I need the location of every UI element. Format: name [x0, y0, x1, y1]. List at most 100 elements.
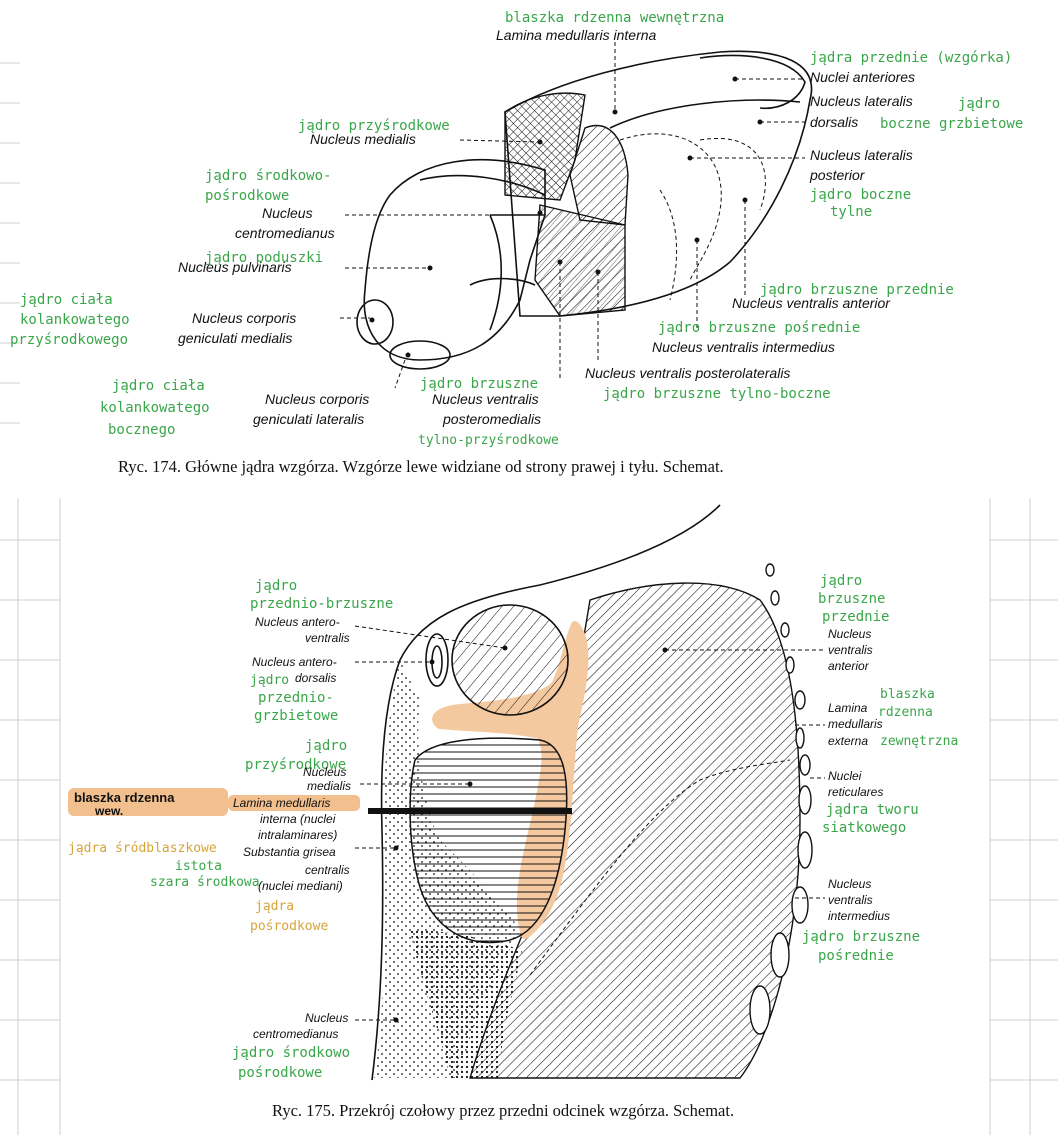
- note-pulvinaris: jądro poduszki: [205, 250, 323, 266]
- note-medialis-1: jądro: [305, 738, 347, 754]
- label-nucleus-corporis-geniculati-medialis-2: geniculati medialis: [178, 330, 292, 346]
- note-posrodkowe-2: pośrodkowe: [250, 919, 328, 934]
- note-srodblaszkowe: jądra śródblaszkowe: [68, 841, 217, 856]
- note-anterodorsalis-3: grzbietowe: [254, 708, 338, 724]
- label-nucleus-anterodorsalis-2: dorsalis: [295, 671, 336, 685]
- label-nucleus-medialis-1: Nucleus: [303, 765, 346, 779]
- label-nucleus-pulvinaris: Nucleus pulvinaris: [178, 259, 292, 275]
- note-substantia-grisea-2: szara środkowa: [150, 875, 260, 890]
- label-lamina-externa-1: Lamina: [828, 701, 868, 715]
- note-lateralis-dorsalis-2: boczne grzbietowe: [880, 116, 1023, 132]
- note-lateralis-dorsalis-1: jądro: [958, 96, 1000, 112]
- note-geniculati-lateralis-1: jądro ciała: [112, 378, 205, 394]
- label-nucleus-ventralis-posteromedialis-2: posteromedialis: [442, 411, 541, 427]
- note-posrodkowe-1: jądra: [255, 899, 294, 914]
- highlight-blaszka-text-2: wew.: [94, 804, 123, 818]
- figure-175-leaders: [354, 625, 825, 1023]
- label-nucleus-lateralis-dorsalis-1: Nucleus lateralis: [810, 93, 913, 109]
- label-nucleus-anterodorsalis-1: Nucleus antero-: [252, 655, 337, 669]
- highlight-blaszka: [68, 788, 228, 816]
- label-nucleus-ventralis-intermedius-3: intermedius: [828, 909, 890, 923]
- label-nucleus-ventralis-posteromedialis-1: Nucleus ventralis: [432, 391, 539, 407]
- label-nucleus-corporis-geniculati-lateralis-2: geniculati lateralis: [253, 411, 364, 427]
- nucleus-anteroventralis-region: [451, 604, 569, 716]
- note-medialis-2: przyśrodkowe: [245, 757, 346, 773]
- label-nuclei-reticulares-1: Nuclei: [828, 769, 862, 783]
- note-ventralis-posterolateralis: jądro brzuszne tylno-boczne: [603, 386, 831, 402]
- note-reticulares-2: siatkowego: [822, 820, 906, 836]
- label-lamina-externa-3: externa: [828, 734, 868, 748]
- notebook-grid: [0, 62, 1058, 1135]
- label-nucleus-medialis: Nucleus medialis: [310, 131, 416, 147]
- label-nucleus-ventralis-intermedius-1: Nucleus: [828, 877, 871, 891]
- label-nucleus-medialis-2: medialis: [307, 779, 351, 793]
- note-ventralis-anterior-1: jądro: [820, 573, 862, 589]
- label-nucleus-anteroventralis-1: Nucleus antero-: [255, 615, 340, 629]
- label-lamina-externa-2: medullaris: [828, 717, 883, 731]
- note-nucleus-medialis: jądro przyśrodkowe: [298, 118, 450, 134]
- note-geniculati-medialis-3: przyśrodkowego: [10, 332, 128, 348]
- figure-174-thalamus-3d: [340, 42, 813, 389]
- note-centromedianus-2: pośrodkowe: [238, 1065, 322, 1081]
- note-lamina-interna: blaszka rdzenna wewnętrzna: [505, 10, 724, 26]
- note-ventralis-intermedius-2: pośrednie: [818, 948, 894, 964]
- note-ventralis-posteromedialis-2: tylno-przyśrodkowe: [418, 433, 559, 448]
- note-ventralis-anterior-2: brzuszne: [818, 591, 885, 607]
- note-ventralis-anterior: jądro brzuszne przednie: [760, 282, 954, 298]
- geniculate-medial: [356, 299, 394, 345]
- label-nucleus-lateralis-dorsalis-2: dorsalis: [810, 114, 858, 130]
- note-substantia-grisea-1: istota: [175, 859, 222, 874]
- label-substantia-grisea-2: centralis: [305, 863, 350, 877]
- label-nucleus-anteroventralis-2: ventralis: [305, 631, 350, 645]
- label-substantia-grisea-3: (nuclei mediani): [258, 879, 343, 893]
- label-nucleus-centromedianus-1: Nucleus: [262, 205, 313, 221]
- ventral-division-dashed: [529, 759, 791, 976]
- note-ventralis-posteromedialis-1: jądro brzuszne: [420, 376, 538, 392]
- label-nuclei-reticulares-2: reticulares: [828, 785, 883, 799]
- label-nucleus-lateralis-posterior-1: Nucleus lateralis: [810, 147, 913, 163]
- nucleus-medialis-region: [409, 737, 568, 944]
- figure-175-cross-section: [354, 504, 825, 1081]
- label-nucleus-ventralis-anterior-3: anterior: [828, 659, 870, 673]
- label-nucleus-corporis-geniculati-lateralis-1: Nucleus corporis: [265, 391, 369, 407]
- nucleus-anterodorsalis-region: [425, 633, 449, 687]
- label-lamina-medullaris-interna: Lamina medullaris interna: [496, 27, 657, 43]
- note-anterodorsalis-2: przednio-: [258, 690, 334, 706]
- note-geniculati-medialis-2: kolankowatego: [20, 312, 130, 328]
- highlight-lamina-label: [228, 795, 360, 811]
- label-nucleus-centromedianus-2: centromedianus: [253, 1027, 338, 1041]
- label-nucleus-ventralis-anterior: Nucleus ventralis anterior: [732, 295, 891, 311]
- caption-ryc-175: Ryc. 175. Przekrój czołowy przez przedni…: [272, 1101, 734, 1120]
- note-ventralis-intermedius: jądro brzuszne pośrednie: [658, 320, 860, 336]
- note-geniculati-lateralis-2: kolankowatego: [100, 400, 210, 416]
- note-ventralis-intermedius-1: jądro brzuszne: [802, 929, 920, 945]
- note-centromedianus-2: pośrodkowe: [205, 188, 289, 204]
- pulvinar-block: [363, 159, 546, 361]
- note-anterodorsalis-1: jądro: [250, 673, 289, 688]
- note-reticulares-1: jądra tworu: [826, 802, 919, 818]
- note-nuclei-anteriores: jądra przednie (wzgórka): [810, 50, 1012, 66]
- geniculate-lateral: [389, 340, 451, 370]
- note-centromedianus-1: jądro środkowo-: [205, 168, 331, 184]
- nuclei-reticulares-ovals: [749, 563, 813, 1035]
- note-lateralis-posterior-2: tylne: [830, 204, 872, 220]
- thalamus-body-outline: [504, 50, 813, 317]
- caption-ryc-174: Ryc. 174. Główne jądra wzgórza. Wzgórze …: [118, 457, 724, 476]
- label-lamina-medullaris-interna-1: Lamina medullaris: [233, 796, 330, 810]
- note-anteroventralis-1: jądro: [255, 578, 297, 594]
- label-substantia-grisea-1: Substantia grisea: [243, 845, 336, 859]
- figure-174-labels: blaszka rdzenna wewnętrzna Lamina medull…: [10, 10, 1023, 448]
- note-lamina-externa-1: blaszka: [880, 687, 935, 702]
- label-nucleus-centromedianus-1: Nucleus: [305, 1011, 348, 1025]
- label-nucleus-ventralis-anterior-1: Nucleus: [828, 627, 871, 641]
- note-lamina-externa-2: rdzenna: [878, 705, 933, 720]
- anterior-cap: [699, 54, 806, 109]
- label-nucleus-corporis-geniculati-medialis-1: Nucleus corporis: [192, 310, 296, 326]
- note-lateralis-posterior-1: jądro boczne: [810, 187, 911, 203]
- label-lamina-medullaris-interna-2: interna (nuclei: [260, 812, 336, 826]
- note-ventralis-anterior-3: przednie: [822, 609, 889, 625]
- figure-174-leaders: [340, 42, 805, 389]
- note-centromedianus-1: jądro środkowo: [232, 1045, 350, 1061]
- section-outline: [371, 504, 721, 1081]
